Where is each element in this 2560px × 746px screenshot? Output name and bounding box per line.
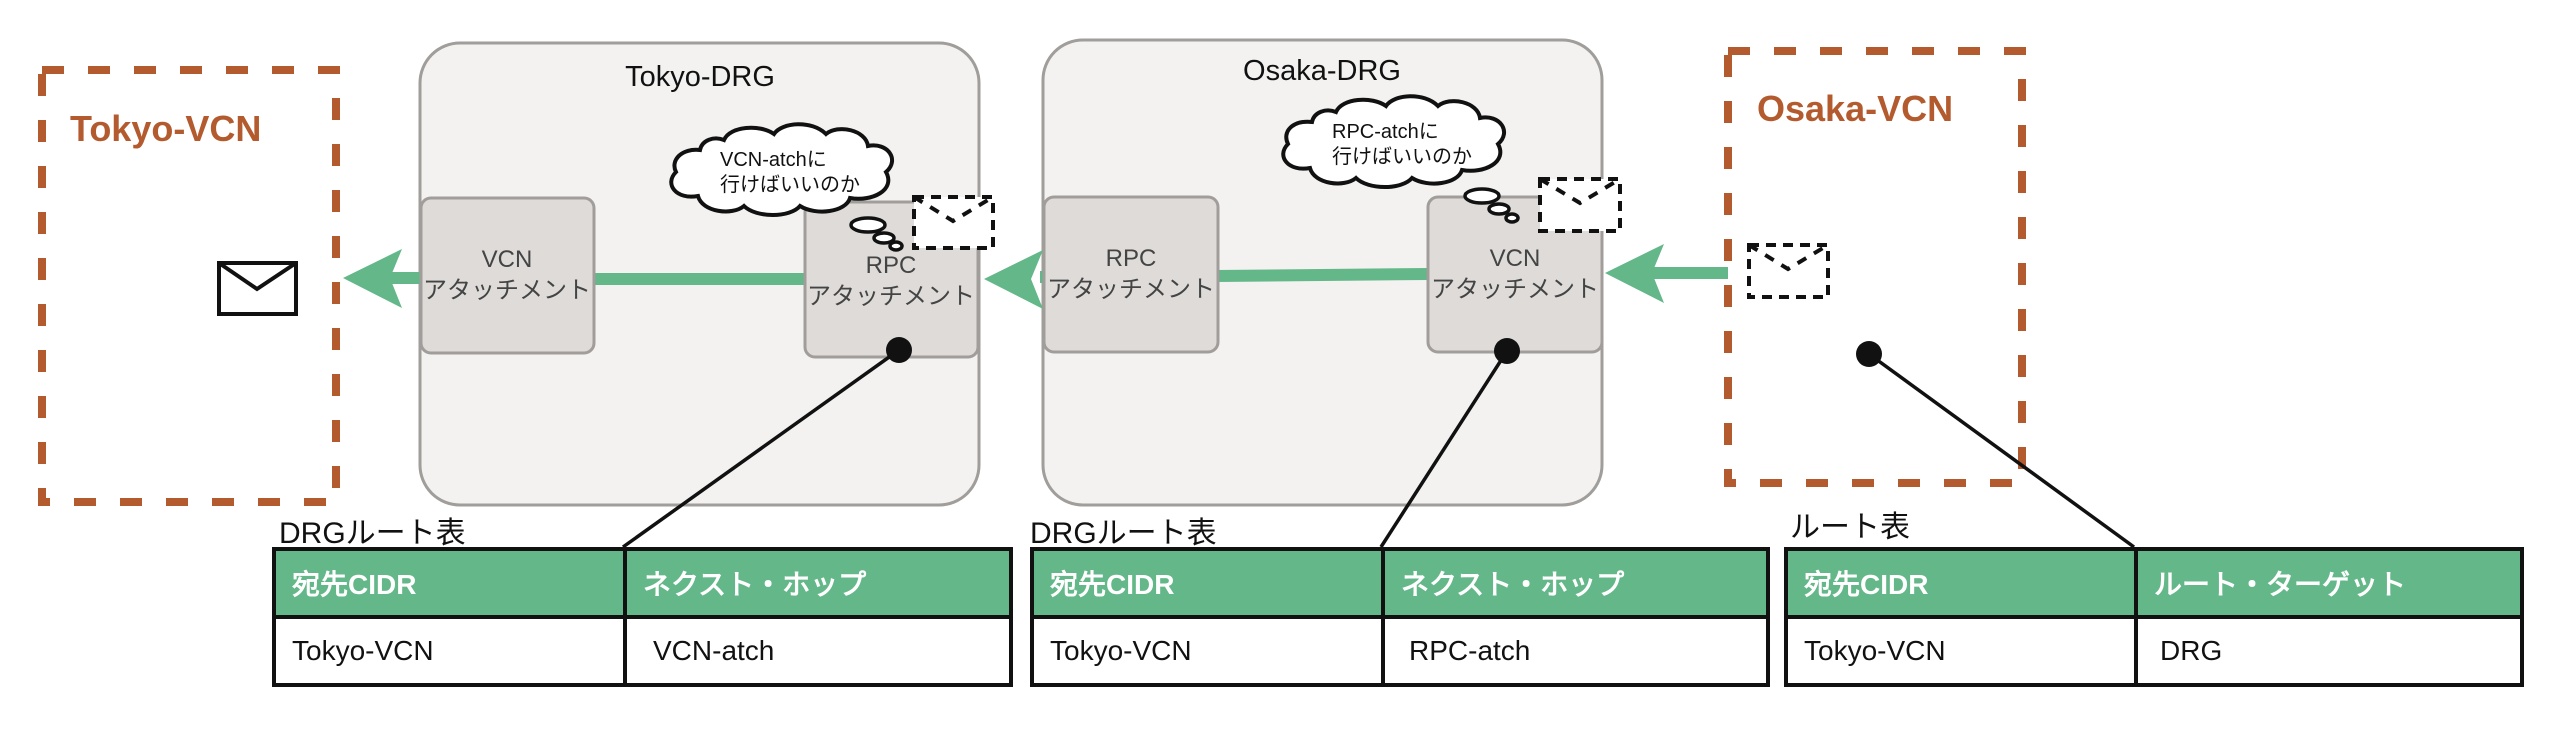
thought-line: VCN-atchに <box>720 149 827 171</box>
table-cell: DRG <box>2134 615 2524 687</box>
connector-line-tokyo-drg-table <box>621 348 901 549</box>
thought-line: 行けばいいのか <box>1332 146 1472 168</box>
table-row: Tokyo-VCN VCN-atch <box>272 615 1013 687</box>
osaka-thought-text: RPC-atchに 行けばいいのか <box>1332 120 1472 170</box>
column-header: ネクスト・ホップ <box>1381 547 1770 619</box>
arrowhead-to-osaka-drg <box>1605 244 1664 303</box>
tokyo-vcn-label: Tokyo-VCN <box>70 108 262 149</box>
column-header: ネクスト・ホップ <box>623 547 1013 619</box>
arrowhead-to-tokyo-vcn <box>343 249 402 308</box>
table-cell: Tokyo-VCN <box>1784 615 2138 687</box>
connector-line-osaka-vcn-table <box>1867 352 2136 549</box>
attachment-type: RPC <box>865 252 917 279</box>
column-header: ルート・ターゲット <box>2134 547 2524 619</box>
connector-dot <box>1856 341 1882 367</box>
osaka-rpc-attachment-label: RPC アタッチメント <box>1047 243 1215 305</box>
table-cell: RPC-atch <box>1381 615 1770 687</box>
attachment-suffix: アタッチメント <box>423 277 591 304</box>
osaka-vcn-route-table: 宛先CIDR ルート・ターゲット Tokyo-VCN DRG <box>1784 547 2524 687</box>
tokyo-rpc-attachment-label: RPC アタッチメント <box>807 250 975 312</box>
table-header-row: 宛先CIDR ルート・ターゲット <box>1784 547 2524 619</box>
table-cell: Tokyo-VCN <box>272 615 627 687</box>
thought-line: 行けばいいのか <box>720 174 860 196</box>
thought-line: RPC-atchに <box>1332 121 1439 143</box>
column-header: 宛先CIDR <box>1784 547 2138 619</box>
flow-line-osaka-drg-internal <box>1215 268 1431 282</box>
dashed-envelope-icon <box>912 195 995 250</box>
table-caption: DRGルート表 <box>1030 517 1217 550</box>
connector-dot <box>1494 338 1520 364</box>
tokyo-vcn-attachment-box[interactable] <box>419 196 596 355</box>
attachment-suffix: アタッチメント <box>807 283 975 310</box>
connector-dot <box>886 337 912 363</box>
attachment-type: VCN <box>481 246 533 273</box>
tokyo-drg-title: Tokyo-DRG <box>625 61 775 93</box>
osaka-thought-cloud <box>1281 94 1520 224</box>
osaka-rpc-attachment-box[interactable] <box>1042 195 1220 354</box>
table-cell: VCN-atch <box>623 615 1013 687</box>
attachment-type: RPC <box>1105 245 1157 272</box>
table-caption: DRGルート表 <box>279 517 466 550</box>
table-header-row: 宛先CIDR ネクスト・ホップ <box>272 547 1013 619</box>
column-header: 宛先CIDR <box>1030 547 1385 619</box>
attachment-type: VCN <box>1489 245 1541 272</box>
tokyo-thought-cloud <box>669 122 904 252</box>
tokyo-vcn-box <box>38 66 340 506</box>
tokyo-drg-route-table: 宛先CIDR ネクスト・ホップ Tokyo-VCN VCN-atch <box>272 547 1013 687</box>
osaka-vcn-box <box>1724 47 2026 487</box>
connector-line-osaka-drg-table <box>1379 350 1509 548</box>
tokyo-vcn-attachment-label: VCN アタッチメント <box>423 244 591 306</box>
attachment-suffix: アタッチメント <box>1431 276 1599 303</box>
table-row: Tokyo-VCN RPC-atch <box>1030 615 1770 687</box>
tokyo-thought-text: VCN-atchに 行けばいいのか <box>720 148 860 198</box>
osaka-vcn-attachment-label: VCN アタッチメント <box>1431 243 1599 305</box>
table-cell: Tokyo-VCN <box>1030 615 1385 687</box>
table-row: Tokyo-VCN DRG <box>1784 615 2524 687</box>
osaka-vcn-label: Osaka-VCN <box>1757 88 1954 129</box>
column-header: 宛先CIDR <box>272 547 627 619</box>
envelope-icon <box>217 261 298 316</box>
dashed-envelope-icon <box>1747 243 1830 299</box>
table-header-row: 宛先CIDR ネクスト・ホップ <box>1030 547 1770 619</box>
osaka-drg-title: Osaka-DRG <box>1243 55 1401 87</box>
arrowhead-to-tokyo-drg <box>984 250 1043 309</box>
table-caption: ルート表 <box>1790 511 1910 544</box>
attachment-suffix: アタッチメント <box>1047 276 1215 303</box>
dashed-envelope-icon <box>1538 177 1622 233</box>
osaka-drg-route-table: 宛先CIDR ネクスト・ホップ Tokyo-VCN RPC-atch <box>1030 547 1770 687</box>
